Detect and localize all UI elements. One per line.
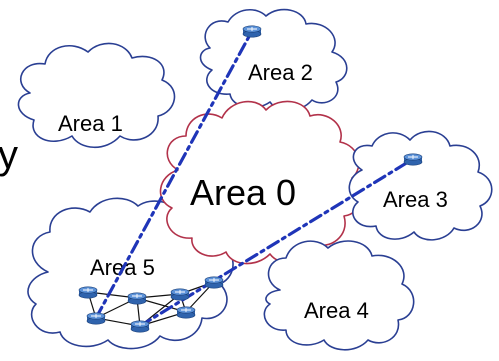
area-0-label: Area 0 [190, 172, 296, 213]
area-3-label: Area 3 [383, 187, 448, 212]
area-4-cloud: Area 4 [263, 240, 415, 351]
virtual-link-area-2 [94, 29, 254, 320]
router-area-5-6[interactable] [130, 320, 150, 333]
router-area-5-1[interactable] [78, 286, 98, 299]
router-area-5-7[interactable] [176, 306, 196, 319]
router-area-5-2[interactable] [127, 292, 147, 305]
area-2-cloud: Area 2 [199, 8, 348, 112]
area-4-label: Area 4 [304, 298, 369, 323]
area-1-label: Area 1 [58, 111, 123, 136]
partial-glyph: y [0, 133, 18, 177]
router-area-5-3[interactable] [170, 288, 190, 301]
area-1-cloud: Area 1 [17, 42, 176, 149]
area-2-label: Area 2 [248, 60, 313, 85]
router-area-5-5[interactable] [86, 312, 106, 325]
router-area-2[interactable] [242, 25, 262, 38]
router-area-5-4[interactable] [204, 276, 224, 289]
area-3-cloud: Area 3 [348, 130, 493, 241]
router-area-3[interactable] [403, 153, 423, 166]
